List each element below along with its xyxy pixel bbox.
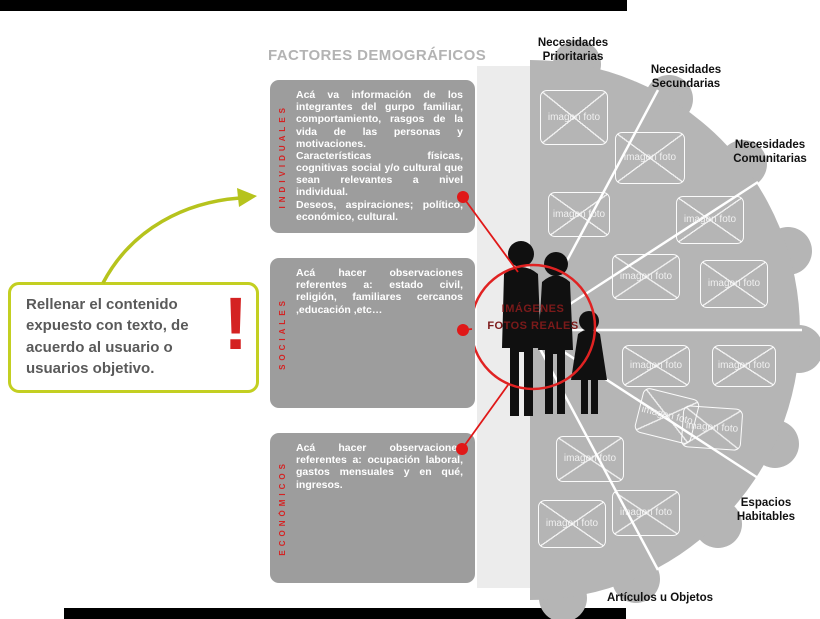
center-circle-label: IMÁGENES FOTOS REALES [487,303,579,332]
image-placeholder: imagen foto [540,90,608,145]
image-placeholder: imagen foto [612,254,680,300]
image-placeholder: imagen foto [680,404,744,452]
factor-box-text: Acá va información de los integrantes de… [296,89,463,223]
image-placeholder: imagen foto [615,132,685,184]
factor-box-text: Acá hacer observaciones referentes a: es… [296,267,463,316]
label-necesidades-prioritarias: Necesidades Prioritarias [537,37,609,64]
page-title: FACTORES DEMOGRÁFICOS [268,47,487,64]
label-necesidades-comunitarias: Necesidades Comunitarias [733,139,807,166]
image-placeholder: imagen foto [622,345,690,387]
factor-box-sociales: SOCIALES Acá hacer observaciones referen… [270,258,475,408]
image-placeholder: imagen foto [556,436,624,482]
factor-box-text: Acá hacer observaciones referentes a: oc… [296,442,463,491]
image-placeholder: imagen foto [712,345,776,387]
exclamation-mark: ! [223,282,248,365]
image-placeholder: imagen foto [676,196,744,244]
label-espacios-habitables: Espacios Habitables [736,497,796,524]
factor-box-economicos: ECONÓMICOS Acá hacer observaciones refer… [270,433,475,583]
factor-category-label: INDIVIDUALES [277,104,287,209]
image-placeholder: imagen foto [700,260,768,308]
label-necesidades-secundarias: Necesidades Secundarias [650,64,722,91]
factor-category-label: ECONÓMICOS [277,460,287,556]
image-placeholder: imagen foto [612,490,680,536]
top-black-bar [0,0,627,11]
bottom-black-bar [64,608,626,619]
instruction-text: Rellenar el contenido expuesto con texto… [26,296,189,377]
instruction-callout: Rellenar el contenido expuesto con texto… [8,282,259,393]
image-placeholder: imagen foto [548,192,610,237]
factor-box-individuales: INDIVIDUALES Acá va información de los i… [270,80,475,233]
image-placeholder: imagen foto [538,500,606,548]
label-articulos-u-objetos: Artículos u Objetos [606,592,714,604]
factor-category-label: SOCIALES [277,296,287,370]
